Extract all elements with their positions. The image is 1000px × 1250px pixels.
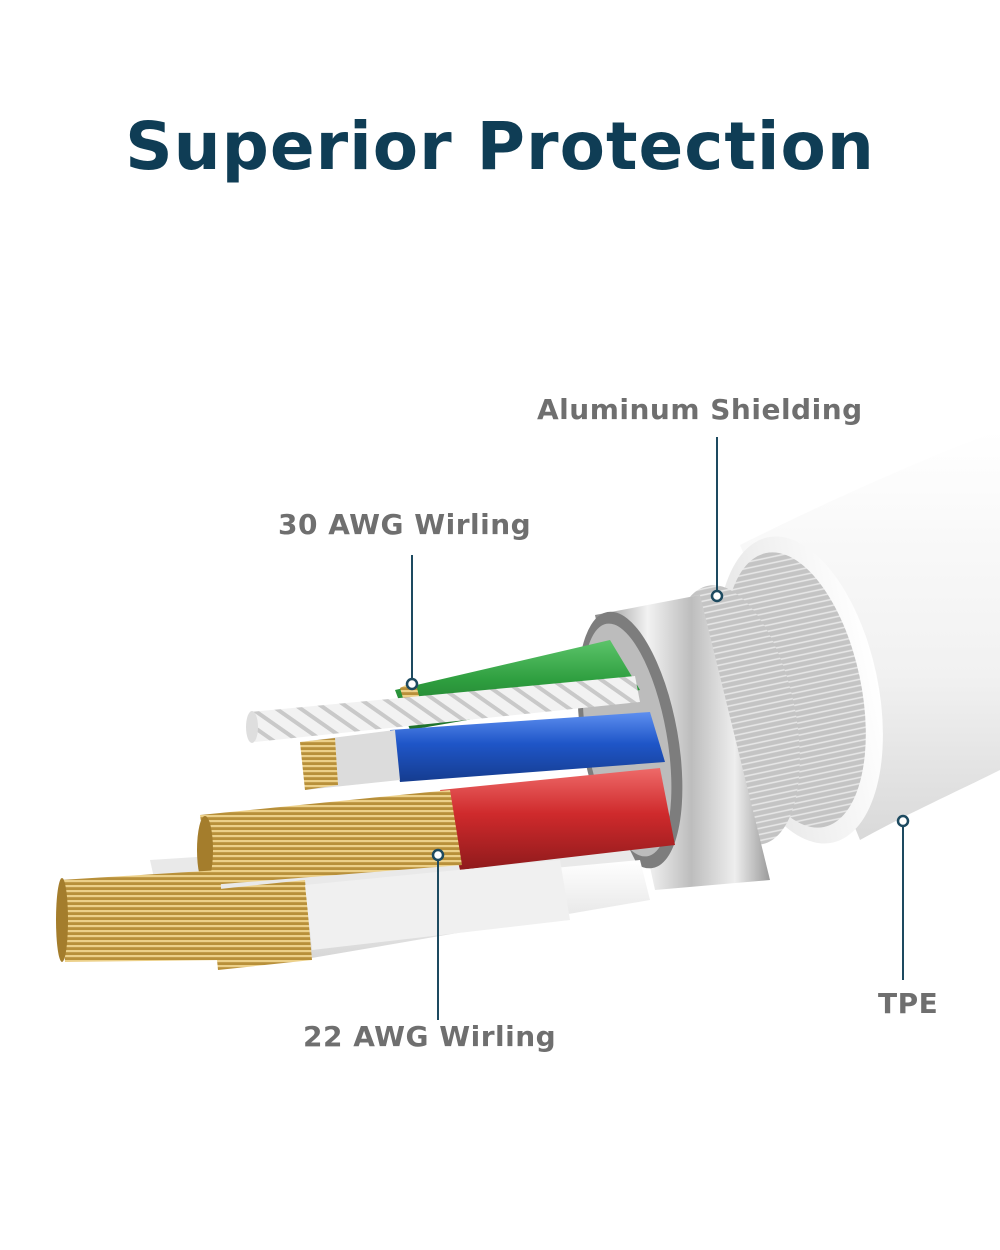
leader-dot-22awg [431, 848, 445, 862]
red-wire [440, 768, 675, 870]
tpe-label: TPE [878, 987, 939, 1020]
aluminum-shielding-label: Aluminum Shielding [537, 393, 863, 426]
leader-dot-30awg [405, 677, 419, 691]
callout-leaders [405, 437, 910, 1020]
blue-wire [300, 712, 665, 790]
awg30-wiring-label: 30 AWG Wirling [278, 508, 532, 541]
awg22-wiring-label: 22 AWG Wirling [303, 1020, 557, 1053]
page-title: Superior Protection [125, 108, 875, 185]
white-twisted-wire [246, 676, 640, 743]
leader-dot-aluminum [710, 589, 724, 603]
leader-dot-tpe [896, 814, 910, 828]
